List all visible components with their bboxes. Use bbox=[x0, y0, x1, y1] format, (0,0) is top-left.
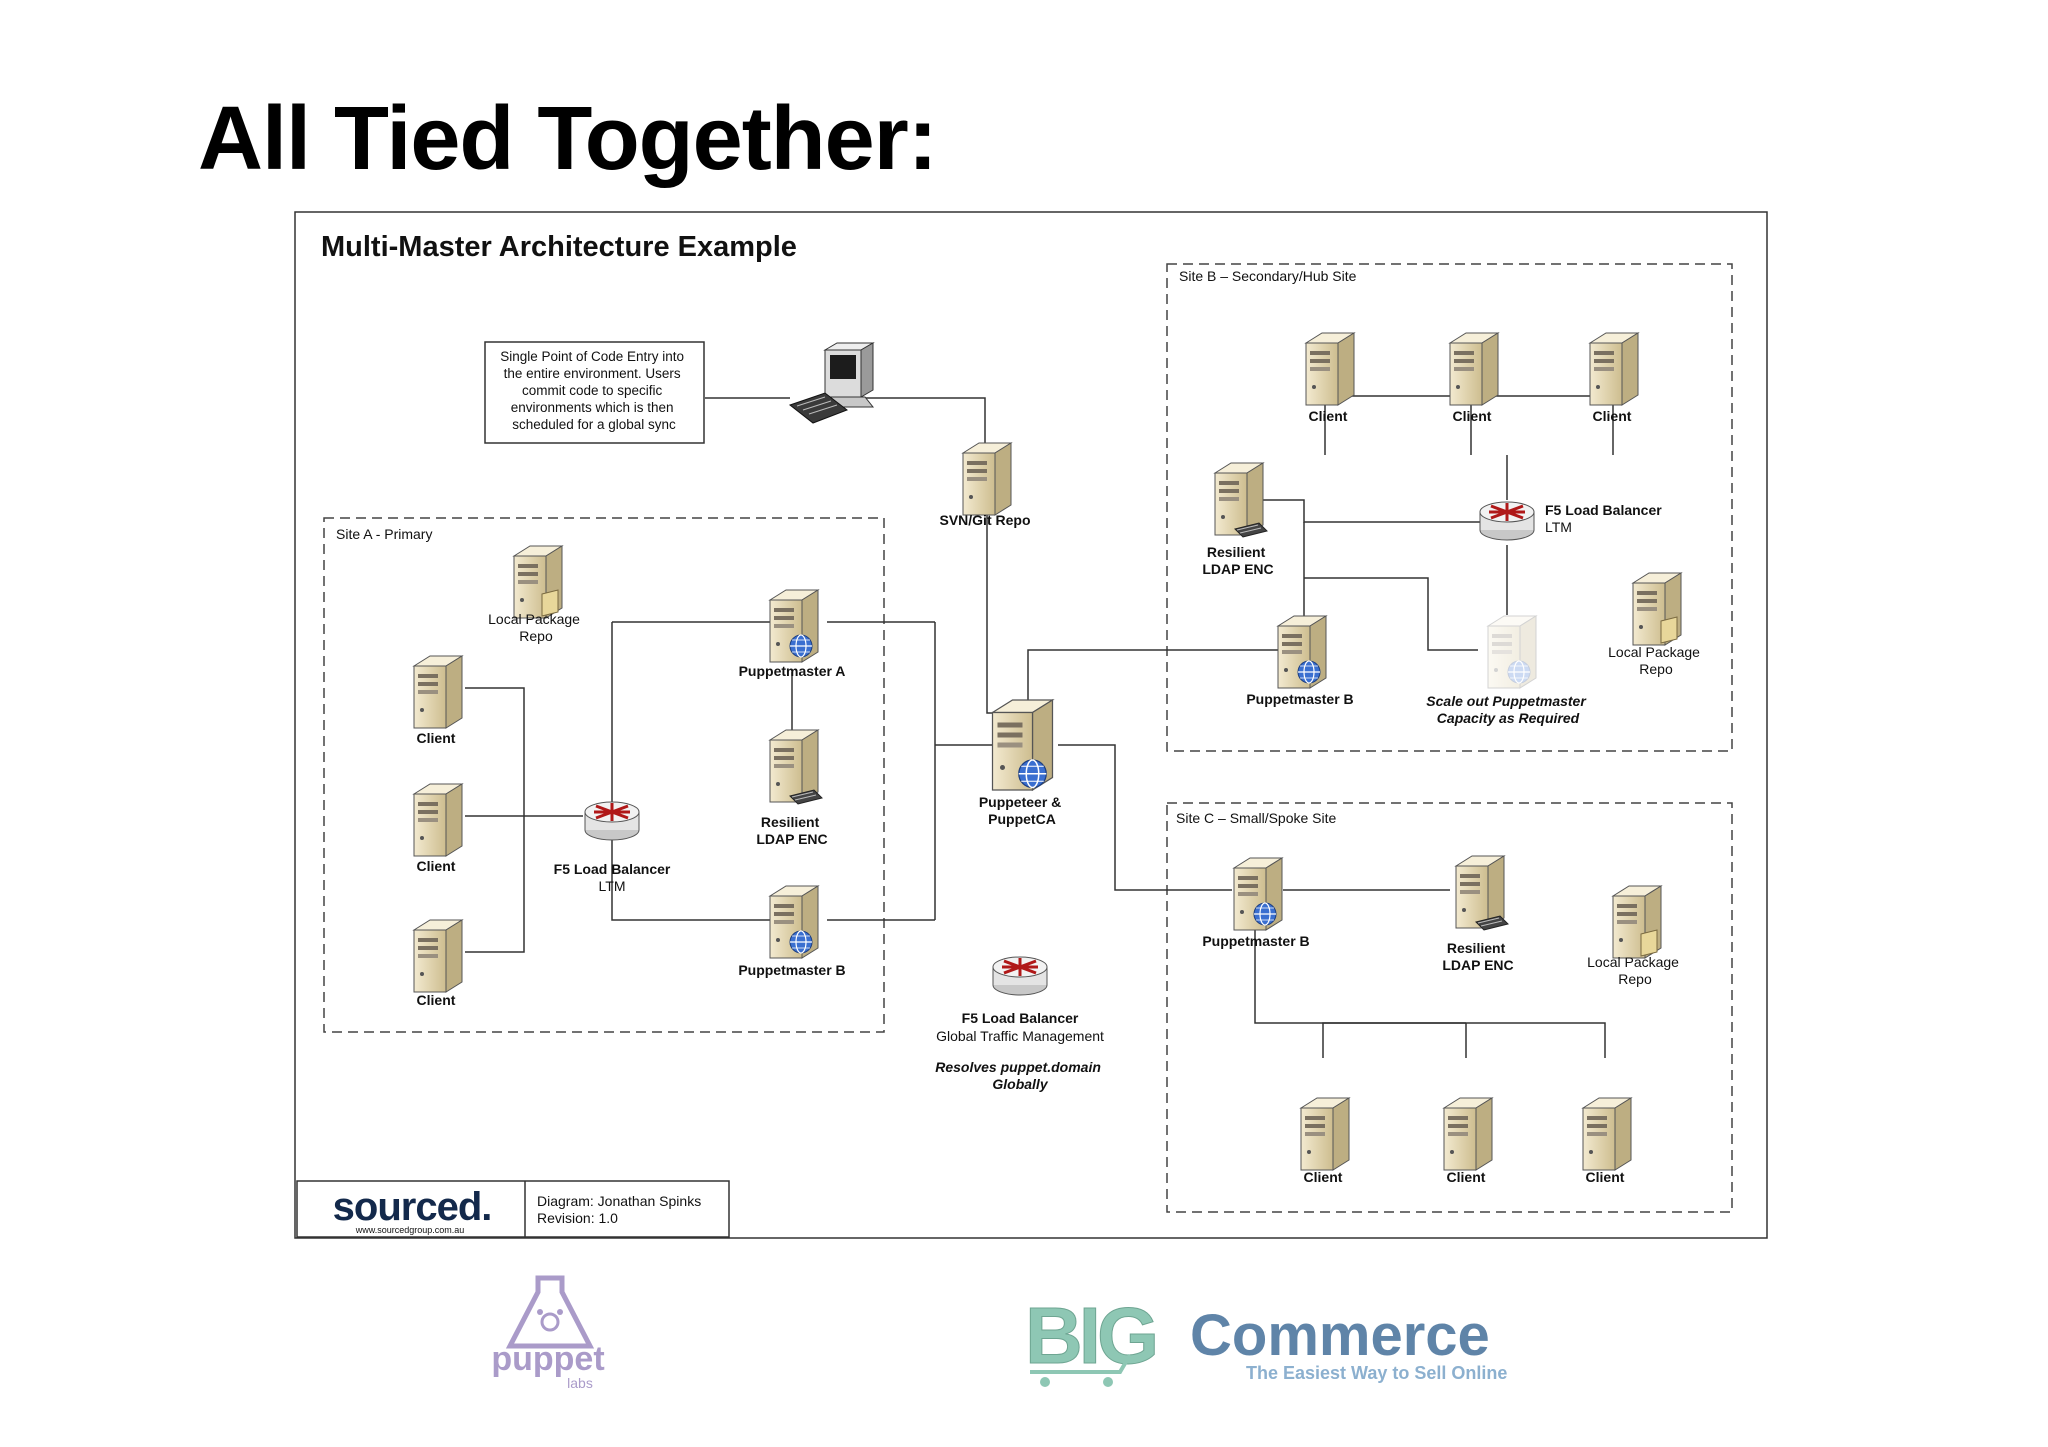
workstation-icon bbox=[788, 342, 875, 424]
site-a-load-balancer-icon bbox=[583, 800, 641, 842]
site-a-client-3-label: Client bbox=[417, 992, 456, 1008]
site-b-ldap-label: Resilient LDAP ENC bbox=[1202, 544, 1273, 577]
svg-text:BIG: BIG bbox=[1025, 1291, 1155, 1380]
gtm-note: Resolves puppet.domain Globally bbox=[935, 1059, 1105, 1092]
diagram-revision: Revision: 1.0 bbox=[537, 1210, 618, 1226]
slide-title: All Tied Together: bbox=[198, 89, 938, 189]
svn-repo-server-icon bbox=[962, 442, 1012, 516]
site-b-title: Site B – Secondary/Hub Site bbox=[1179, 268, 1357, 284]
gtm-sub-label: Global Traffic Management bbox=[936, 1028, 1104, 1044]
site-a-repo-icon bbox=[514, 546, 562, 618]
site-c-client-3-icon bbox=[1582, 1097, 1632, 1171]
site-c-ldap-server-icon bbox=[1455, 855, 1509, 931]
site-c-ldap-label: Resilient LDAP ENC bbox=[1442, 940, 1513, 973]
site-b-client-1-icon bbox=[1305, 332, 1355, 406]
sourced-logo: sourced. bbox=[333, 1185, 492, 1229]
site-a-ldap-label: Resilient LDAP ENC bbox=[756, 814, 827, 847]
diagram-title: Multi-Master Architecture Example bbox=[321, 231, 797, 263]
site-a-client-2-label: Client bbox=[417, 858, 456, 874]
site-a-ldap-server-icon bbox=[769, 729, 823, 805]
svg-text:The Easiest Way to Sell Online: The Easiest Way to Sell Online bbox=[1246, 1363, 1507, 1383]
site-b-repo-icon bbox=[1633, 573, 1681, 645]
site-c-client-3-label: Client bbox=[1586, 1169, 1625, 1185]
bigcommerce-logo: BIG Commerce The Easiest Way to Sell Onl… bbox=[1025, 1291, 1507, 1387]
site-b-load-balancer-icon bbox=[1478, 500, 1536, 542]
site-c-puppetmaster-b-icon bbox=[1233, 857, 1283, 931]
site-b-scale-out-label: Scale out Puppetmaster Capacity as Requi… bbox=[1426, 693, 1589, 726]
site-c-client-2-label: Client bbox=[1447, 1169, 1486, 1185]
site-b-pm-b-label: Puppetmaster B bbox=[1246, 691, 1353, 707]
site-a-box bbox=[323, 517, 885, 1033]
site-c-repo-icon bbox=[1613, 886, 1661, 958]
site-a-title: Site A - Primary bbox=[336, 526, 432, 542]
site-c-pm-b-label: Puppetmaster B bbox=[1202, 933, 1309, 949]
site-b-client-2-icon bbox=[1449, 332, 1499, 406]
site-b-ldap-server-icon bbox=[1214, 462, 1268, 538]
svg-text:puppet: puppet bbox=[491, 1340, 604, 1378]
puppeteer-server-icon bbox=[991, 699, 1054, 791]
site-a-lb-sub-label: LTM bbox=[599, 878, 626, 894]
svg-text:Commerce: Commerce bbox=[1190, 1303, 1490, 1368]
svn-repo-label: SVN/Git Repo bbox=[939, 512, 1030, 528]
site-b-scale-out-server-icon bbox=[1487, 615, 1537, 689]
site-a-lb-label: F5 Load Balancer bbox=[554, 861, 671, 877]
code-entry-note: Single Point of Code Entry into the enti… bbox=[500, 349, 688, 432]
connection-lines bbox=[465, 395, 1614, 1058]
puppeteer-label: Puppeteer & PuppetCA bbox=[979, 794, 1065, 827]
site-a-puppetmaster-b-icon bbox=[769, 885, 819, 959]
diagram-credit: Diagram: Jonathan Spinks bbox=[537, 1193, 701, 1209]
puppet-labs-logo: puppet labs bbox=[491, 1275, 605, 1391]
site-a-puppetmaster-a-icon bbox=[769, 589, 819, 663]
svg-text:labs: labs bbox=[567, 1375, 593, 1391]
sourced-url: www.sourcedgroup.com.au bbox=[355, 1225, 465, 1235]
gtm-load-balancer-icon bbox=[991, 955, 1049, 997]
site-c-title: Site C – Small/Spoke Site bbox=[1176, 810, 1337, 826]
site-a-client-1-label: Client bbox=[417, 730, 456, 746]
site-c-client-1-label: Client bbox=[1304, 1169, 1343, 1185]
site-a-client-3-icon bbox=[413, 919, 463, 993]
site-a-client-2-icon bbox=[413, 783, 463, 857]
site-b-client-1-label: Client bbox=[1309, 408, 1348, 424]
site-c-client-2-icon bbox=[1443, 1097, 1493, 1171]
site-b-lb-sub-label: LTM bbox=[1545, 519, 1572, 535]
site-b-client-2-label: Client bbox=[1453, 408, 1492, 424]
site-a-pm-b-label: Puppetmaster B bbox=[738, 962, 845, 978]
site-c-box bbox=[1166, 802, 1733, 1213]
site-a-client-1-icon bbox=[413, 655, 463, 729]
site-c-client-1-icon bbox=[1300, 1097, 1350, 1171]
site-c-repo-label: Local Package Repo bbox=[1587, 954, 1683, 987]
diagram-footer: sourced. www.sourcedgroup.com.au Diagram… bbox=[296, 1180, 730, 1238]
site-b-client-3-icon bbox=[1589, 332, 1639, 406]
site-a-pm-a-label: Puppetmaster A bbox=[739, 663, 846, 679]
site-b-lb-label: F5 Load Balancer bbox=[1545, 502, 1662, 518]
site-b-puppetmaster-b-icon bbox=[1277, 615, 1327, 689]
site-a-repo-label: Local Package Repo bbox=[488, 611, 584, 644]
gtm-label: F5 Load Balancer bbox=[962, 1010, 1079, 1026]
site-b-client-3-label: Client bbox=[1593, 408, 1632, 424]
site-b-repo-label: Local Package Repo bbox=[1608, 644, 1704, 677]
code-entry-note-box bbox=[484, 341, 705, 444]
site-b-box bbox=[1166, 263, 1733, 752]
